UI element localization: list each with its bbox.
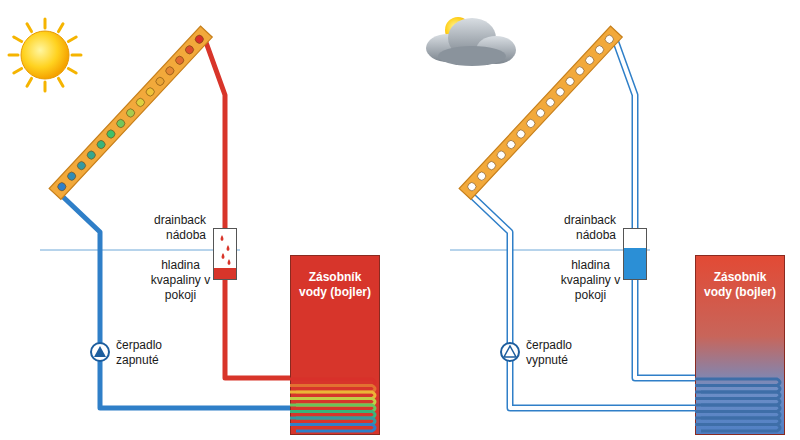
coil-winding xyxy=(695,425,780,432)
collector-tube xyxy=(194,34,205,45)
drop xyxy=(221,235,224,241)
level-line xyxy=(450,250,650,251)
collector-tube xyxy=(466,181,477,192)
collector-tube xyxy=(476,171,487,182)
collector-tube xyxy=(496,149,507,160)
collector-tube xyxy=(115,118,126,129)
drop xyxy=(228,259,231,265)
sun-ray xyxy=(27,24,32,32)
sun-ray xyxy=(68,69,76,74)
pipe-connector xyxy=(225,280,290,378)
solar-collector xyxy=(459,26,622,199)
empty-pipe xyxy=(470,194,695,408)
vessel-label: drainback nádoba xyxy=(546,213,616,243)
drops xyxy=(214,229,238,281)
collector-tube xyxy=(584,55,595,66)
pump-symbol xyxy=(501,343,519,361)
cloud xyxy=(426,17,516,66)
sun-ray xyxy=(44,82,47,91)
tank-label: Zásobník vody (bojler) xyxy=(696,256,784,300)
water-tank: Zásobník vody (bojler) xyxy=(695,255,785,435)
level-label: hladina kvapaliny v pokoji xyxy=(548,258,633,303)
collector-tube xyxy=(76,160,87,171)
drainback-vessel: drainback nádoba xyxy=(623,228,647,280)
sun-ray xyxy=(72,54,81,57)
drop xyxy=(227,245,230,251)
empty-pipe xyxy=(613,34,635,228)
sun-ray xyxy=(14,69,22,74)
collector-tube xyxy=(95,139,106,150)
heat-coil xyxy=(695,371,785,440)
pump-symbol xyxy=(91,343,109,361)
sun-ray xyxy=(59,78,64,86)
collector-tube xyxy=(154,76,165,87)
drop xyxy=(222,253,225,259)
collector-tube xyxy=(66,171,77,182)
collector-tube xyxy=(125,107,136,118)
cold-pipe xyxy=(60,194,290,408)
drainback-vessel: drainback nádoba xyxy=(213,228,237,280)
collector-tube xyxy=(525,118,536,129)
pump-label: čerpadlo vypnuté xyxy=(526,338,586,368)
collector-tube xyxy=(574,65,585,76)
sun-ray xyxy=(14,37,22,42)
sun-ray xyxy=(59,24,64,32)
collector-tube xyxy=(184,44,195,55)
empty-pipe xyxy=(470,194,695,408)
solar-collector xyxy=(49,26,212,199)
collector-tube xyxy=(564,76,575,87)
pipe xyxy=(225,280,290,378)
vessel-label: drainback nádoba xyxy=(136,213,206,243)
coil-winding xyxy=(290,425,375,432)
collector-tube xyxy=(164,65,175,76)
sun-ray xyxy=(9,54,18,57)
collector-tube xyxy=(135,97,146,108)
collector-tube xyxy=(145,86,156,97)
collector-tube xyxy=(505,139,516,150)
collector-tube xyxy=(174,55,185,66)
sun-ray xyxy=(68,37,76,42)
heat-coil xyxy=(290,371,380,440)
pipe-inner xyxy=(635,280,695,378)
empty-pipe xyxy=(613,34,635,228)
tank-label: Zásobník vody (bojler) xyxy=(291,256,379,300)
sun-ray xyxy=(44,19,47,28)
collector-tube xyxy=(86,149,97,160)
collector-tube xyxy=(604,34,615,45)
collector-tube xyxy=(486,160,497,171)
collector-tube xyxy=(56,181,67,192)
sun-ray xyxy=(27,78,32,86)
pump-label: čerpadlo zapnuté xyxy=(116,338,176,368)
collector-tube xyxy=(545,97,556,108)
collector-tube xyxy=(535,107,546,118)
pipe xyxy=(635,280,695,378)
level-label: hladina kvapaliny v pokoji xyxy=(138,258,223,303)
water-tank: Zásobník vody (bojler) xyxy=(290,255,380,435)
hot-pipe xyxy=(203,34,225,228)
collector-tube xyxy=(515,128,526,139)
collector-tube xyxy=(105,128,116,139)
sun xyxy=(9,19,81,91)
level-line xyxy=(40,250,240,251)
collector-tube xyxy=(555,86,566,97)
pipe-connector xyxy=(635,280,695,378)
collector-tube xyxy=(594,44,605,55)
